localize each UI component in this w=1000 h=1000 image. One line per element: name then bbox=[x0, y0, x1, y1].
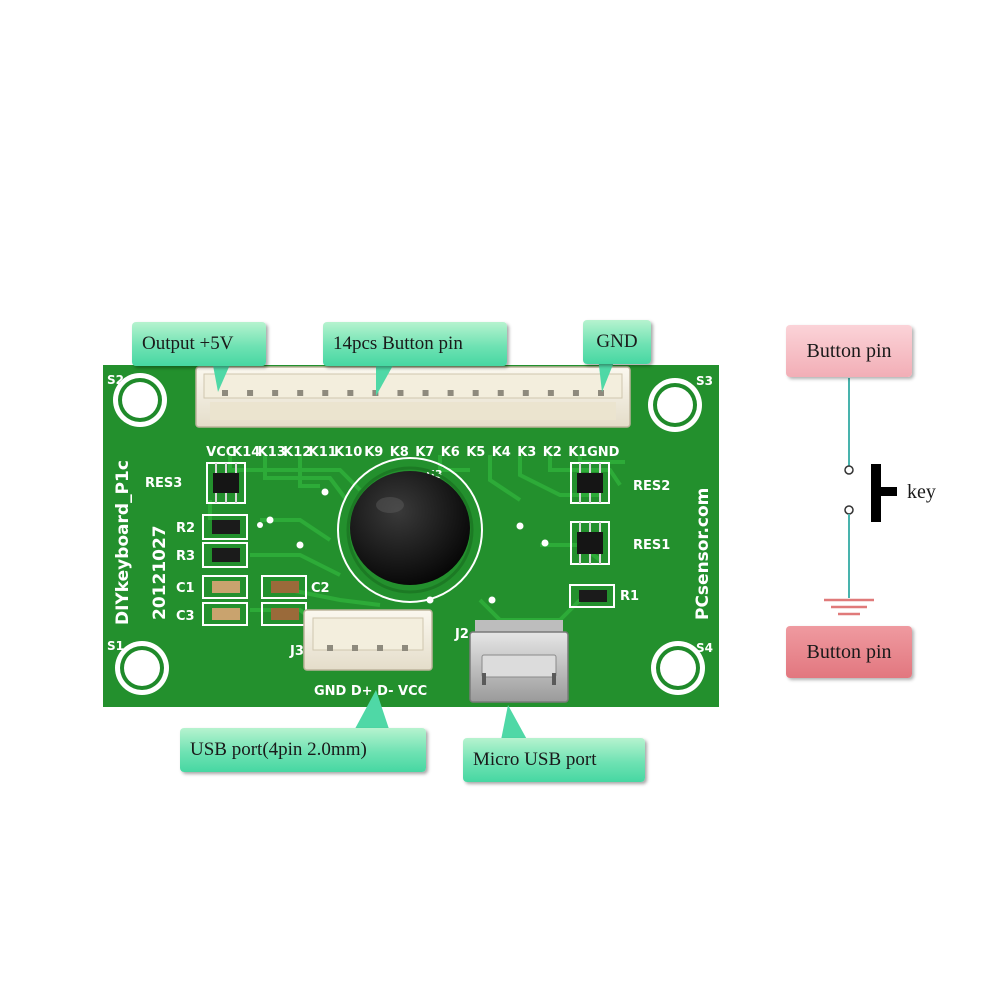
chip-blob-highlight bbox=[376, 497, 404, 513]
board-name-text: DIYkeyboard_P1c bbox=[113, 460, 133, 625]
header-pin-k14 bbox=[247, 390, 254, 396]
mounting-holes bbox=[113, 373, 705, 695]
label-r3: R3 bbox=[176, 549, 195, 564]
pin-label-k8: K8 bbox=[390, 445, 409, 460]
header-pin-k13 bbox=[272, 390, 279, 396]
header-pin-k12 bbox=[297, 390, 304, 396]
pin-label-k14: K14 bbox=[232, 445, 260, 460]
smd-r3 bbox=[202, 542, 248, 568]
resistor-network-res1 bbox=[570, 521, 610, 565]
label-r2: R2 bbox=[176, 521, 195, 536]
header-pin-vcc bbox=[222, 390, 228, 396]
header-pin-k3 bbox=[522, 390, 529, 396]
callout-usb-port: USB port(4pin 2.0mm) bbox=[180, 728, 426, 772]
micro-usb-connector bbox=[469, 620, 569, 703]
callout-output-5v: Output +5V bbox=[132, 322, 266, 366]
callout-pointers bbox=[212, 357, 616, 745]
chip-blob bbox=[350, 471, 470, 585]
label-res3: RES3 bbox=[145, 476, 182, 491]
pin-label-k1: K1 bbox=[568, 445, 587, 460]
label-j2: J2 bbox=[454, 627, 469, 642]
switch-key-label: key bbox=[907, 481, 936, 503]
resistor-network-res2 bbox=[570, 462, 610, 504]
corner-label-s4: S4 bbox=[696, 641, 713, 655]
pin-header-connector bbox=[195, 366, 631, 428]
pin-label-k11: K11 bbox=[309, 445, 337, 460]
usb-pin-labels: GND D+ D- VCC bbox=[314, 684, 427, 699]
switch-actuator-stem bbox=[881, 487, 897, 496]
pin-label-k9: K9 bbox=[364, 445, 383, 460]
resistor-network-res3 bbox=[206, 462, 246, 504]
pin-label-k12: K12 bbox=[283, 445, 311, 460]
switch-actuator-bar bbox=[871, 464, 881, 522]
switch-contact-bottom bbox=[844, 505, 854, 515]
header-pin-gnd bbox=[598, 390, 604, 396]
corner-label-s2: S2 bbox=[107, 373, 124, 387]
header-pin-k2 bbox=[547, 390, 554, 396]
pin-label-k6: K6 bbox=[441, 445, 460, 460]
callout-micro-usb: Micro USB port bbox=[463, 738, 645, 782]
smd-c2 bbox=[261, 575, 307, 599]
header-pins bbox=[222, 390, 604, 396]
chip-inner-ring bbox=[346, 466, 474, 594]
pin-label-k13: K13 bbox=[258, 445, 286, 460]
vias bbox=[257, 488, 549, 604]
header-pin-k5 bbox=[472, 390, 479, 396]
pin-label-vcc: VCC bbox=[206, 445, 235, 460]
pin-label-k5: K5 bbox=[466, 445, 485, 460]
switch-schematic bbox=[824, 378, 897, 616]
switch-contact-top bbox=[844, 465, 854, 475]
header-pin-k4 bbox=[497, 390, 504, 396]
header-pin-k1 bbox=[572, 390, 579, 396]
pin-label-k10: K10 bbox=[334, 445, 362, 460]
smd-c3 bbox=[202, 602, 248, 626]
header-pin-k9 bbox=[372, 390, 379, 396]
header-pin-k11 bbox=[322, 390, 329, 396]
pin-label-k3: K3 bbox=[517, 445, 536, 460]
usb-4pin-connector bbox=[303, 609, 433, 671]
pin-label-k2: K2 bbox=[543, 445, 562, 460]
label-res1: RES1 bbox=[633, 538, 670, 553]
callout-gnd: GND bbox=[583, 320, 651, 364]
label-res2: RES2 bbox=[633, 479, 670, 494]
header-pin-k6 bbox=[447, 390, 454, 396]
callout-button-pins: 14pcs Button pin bbox=[323, 322, 507, 366]
chip-outline-ring bbox=[337, 457, 483, 603]
smd-r1 bbox=[569, 584, 615, 608]
pin-label-k4: K4 bbox=[492, 445, 511, 460]
label-r1: R1 bbox=[620, 589, 639, 604]
header-pin-k7 bbox=[422, 390, 429, 396]
smd-r2 bbox=[202, 514, 248, 540]
corner-label-s3: S3 bbox=[696, 374, 713, 388]
schematic-bottom-pin: Button pin bbox=[786, 626, 912, 678]
header-pin-k8 bbox=[397, 390, 404, 396]
pin-label-gnd: GND bbox=[587, 445, 620, 460]
website-text: PCsensor.com bbox=[693, 488, 713, 620]
corner-label-s1: S1 bbox=[107, 639, 124, 653]
smd-c1 bbox=[202, 575, 248, 599]
label-c2: C2 bbox=[311, 581, 330, 596]
date-code-text: 20121027 bbox=[150, 525, 170, 620]
label-j3: J3 bbox=[289, 644, 304, 659]
schematic-top-pin: Button pin bbox=[786, 325, 912, 377]
label-c3: C3 bbox=[176, 609, 195, 624]
label-c1: C1 bbox=[176, 581, 195, 596]
header-pin-k10 bbox=[347, 390, 354, 396]
pin-label-k7: K7 bbox=[415, 445, 434, 460]
